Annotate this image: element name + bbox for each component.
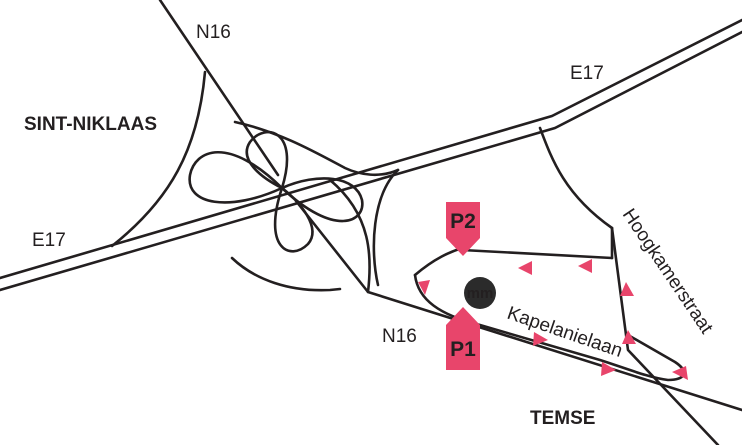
e17-motorway [0,18,742,292]
arrow-icon [418,280,430,295]
one-way-arrows [418,259,688,380]
p1-label: P1 [450,338,476,361]
road-label-e17-west: E17 [32,230,66,251]
arrow-icon [622,330,636,344]
venue-logo[interactable]: mm [464,277,496,309]
arrow-icon [620,282,634,296]
cloverleaf-interchange [110,70,400,294]
road-label-n16-south: N16 [382,326,417,347]
arrow-icon [601,362,616,376]
road-label-hoogkamerstraat: Hoogkamerstraat [618,205,717,338]
arrow-icon [578,259,592,273]
arrow-icon [518,261,532,275]
p1-marker[interactable]: P1 [446,307,480,370]
road-label-e17-east: E17 [570,63,604,84]
logo-text: mm [467,285,494,302]
arrow-icon [672,366,688,380]
p2-marker[interactable]: P2 [446,202,480,256]
p2-label: P2 [450,210,476,233]
road-label-n16-north: N16 [196,22,231,43]
town-label-sint-niklaas: SINT-NIKLAAS [24,114,157,135]
arrow-icon [533,332,548,346]
town-label-temse: TEMSE [530,408,595,429]
